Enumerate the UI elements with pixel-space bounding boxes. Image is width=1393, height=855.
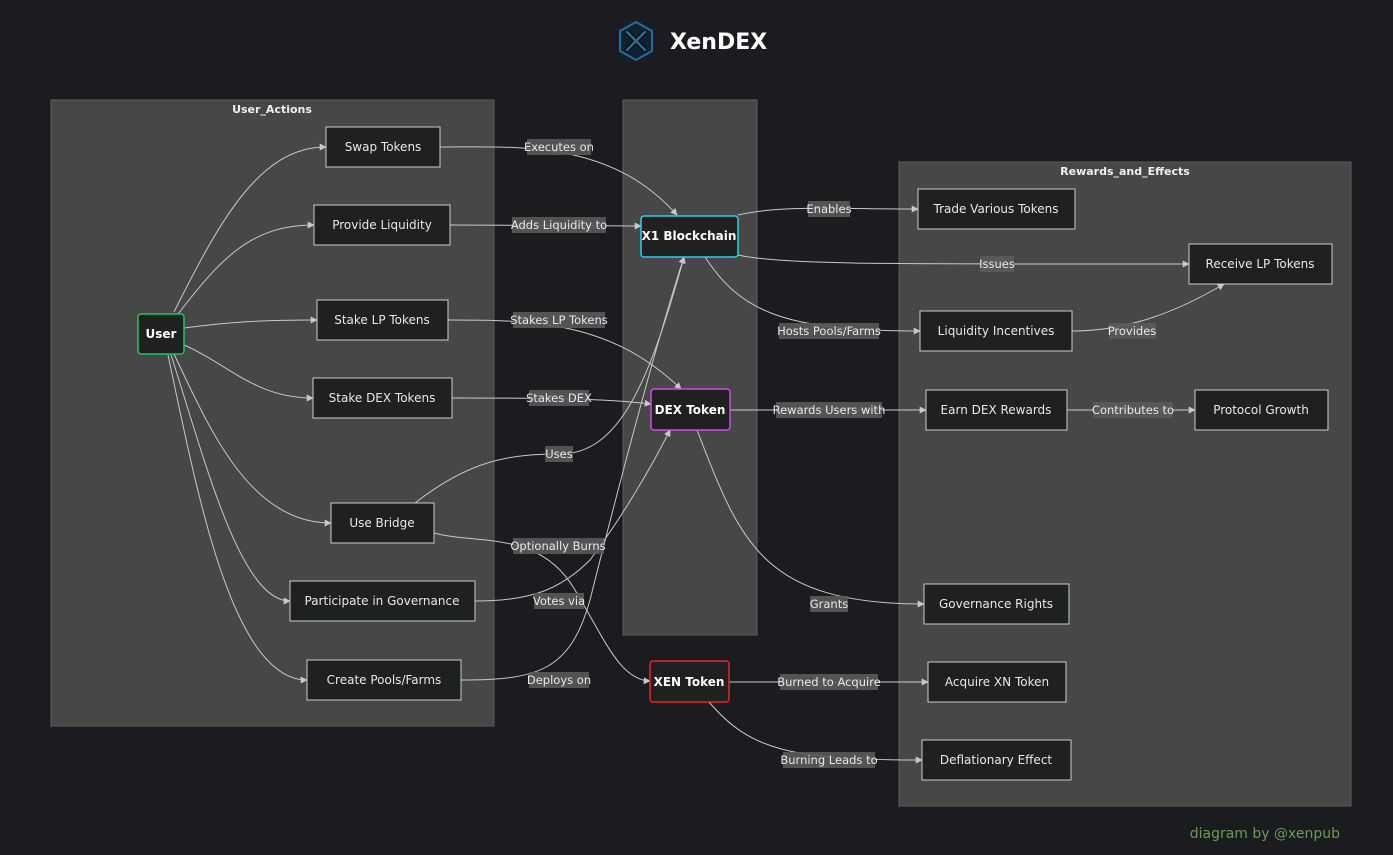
node-governance-rights[interactable]: Governance Rights [923, 583, 1070, 625]
nodes: User Swap Tokens Provide Liquidity Stake… [137, 126, 1333, 781]
svg-text:Uses: Uses [545, 447, 572, 461]
svg-text:Stakes DEX: Stakes DEX [526, 391, 592, 405]
cluster-title-rewards: Rewards_and_Effects [1060, 165, 1190, 178]
xen-x-hexagon-icon [619, 20, 653, 62]
edge-user-governance [170, 354, 291, 605]
svg-text:Governance Rights: Governance Rights [939, 597, 1053, 611]
svg-text:Liquidity Incentives: Liquidity Incentives [938, 324, 1055, 338]
edge-xen-deflation [708, 701, 923, 764]
edge-bridge-xen [433, 532, 651, 685]
node-earn-dex-rewards[interactable]: Earn DEX Rewards [925, 389, 1068, 431]
header: XenDEX [619, 20, 767, 62]
svg-text:Participate in Governance: Participate in Governance [305, 594, 460, 608]
svg-text:Stake DEX Tokens: Stake DEX Tokens [329, 391, 436, 405]
svg-text:Burned to Acquire: Burned to Acquire [777, 675, 881, 689]
edge-label-stakes-dex: Stakes DEX [526, 390, 592, 406]
page-title: XenDEX [670, 30, 767, 55]
svg-text:Create Pools/Farms: Create Pools/Farms [327, 673, 442, 687]
node-receive-lp-tokens[interactable]: Receive LP Tokens [1188, 243, 1333, 285]
edge-label-provides: Provides [1108, 323, 1157, 339]
svg-text:Use Bridge: Use Bridge [349, 516, 414, 530]
node-create-pools-farms[interactable]: Create Pools/Farms [306, 659, 462, 701]
edge-label-enables: Enables [806, 201, 852, 217]
node-protocol-growth[interactable]: Protocol Growth [1194, 389, 1329, 431]
svg-text:Votes via: Votes via [533, 594, 585, 608]
node-user[interactable]: User [137, 313, 185, 355]
edge-x1-receive-lp [737, 254, 1190, 268]
edge-label-adds-liquidity-to: Adds Liquidity to [511, 217, 607, 233]
svg-text:Deploys on: Deploys on [527, 673, 591, 687]
edge-user-bridge [173, 353, 332, 527]
edge-label-burning-leads-to: Burning Leads to [780, 752, 878, 768]
node-stake-dex-tokens[interactable]: Stake DEX Tokens [312, 377, 453, 419]
svg-text:Stakes LP Tokens: Stakes LP Tokens [510, 313, 608, 327]
edge-governance-dex [474, 429, 671, 602]
edge-labels: Executes on Adds Liquidity to Stakes LP … [510, 139, 1174, 768]
svg-text:Rewards Users with: Rewards Users with [773, 403, 886, 417]
edge-label-stakes-lp-tokens: Stakes LP Tokens [510, 312, 608, 328]
svg-text:Provides: Provides [1108, 324, 1157, 338]
svg-text:Receive LP Tokens: Receive LP Tokens [1206, 257, 1315, 271]
node-stake-lp-tokens[interactable]: Stake LP Tokens [316, 299, 449, 341]
node-xen-token[interactable]: XEN Token [649, 660, 730, 703]
node-x1-blockchain[interactable]: X1 Blockchain [640, 215, 739, 258]
svg-text:X1 Blockchain: X1 Blockchain [642, 229, 737, 243]
svg-text:Provide Liquidity: Provide Liquidity [332, 218, 432, 232]
svg-text:Grants: Grants [810, 597, 848, 611]
svg-text:Adds Liquidity to: Adds Liquidity to [511, 218, 607, 232]
svg-text:Stake LP Tokens: Stake LP Tokens [334, 313, 430, 327]
svg-text:Swap Tokens: Swap Tokens [345, 140, 422, 154]
edge-label-optionally-burns: Optionally Burns [510, 538, 606, 554]
svg-text:Deflationary Effect: Deflationary Effect [940, 753, 1053, 767]
svg-text:Hosts Pools/Farms: Hosts Pools/Farms [777, 324, 881, 338]
svg-text:Optionally Burns: Optionally Burns [510, 539, 605, 553]
svg-text:Burning Leads to: Burning Leads to [780, 753, 877, 767]
svg-text:Trade Various Tokens: Trade Various Tokens [933, 202, 1059, 216]
node-liquidity-incentives[interactable]: Liquidity Incentives [919, 310, 1073, 352]
node-trade-various-tokens[interactable]: Trade Various Tokens [917, 188, 1076, 230]
svg-text:Executes on: Executes on [524, 140, 594, 154]
cluster-middle [622, 99, 758, 636]
edge-stake-lp-dex [447, 319, 682, 390]
node-use-bridge[interactable]: Use Bridge [330, 502, 435, 544]
svg-text:DEX Token: DEX Token [655, 403, 726, 417]
edge-label-issues: Issues [979, 256, 1015, 272]
svg-text:Contributes to: Contributes to [1092, 403, 1174, 417]
svg-text:Enables: Enables [806, 202, 851, 216]
edge-dex-gov-rights [696, 429, 925, 608]
edge-incentives-receive-lp [1071, 283, 1225, 332]
svg-text:Acquire XN Token: Acquire XN Token [945, 675, 1049, 689]
edge-label-contributes-to: Contributes to [1092, 402, 1174, 418]
edge-user-pools [167, 354, 308, 684]
edge-label-deploys-on: Deploys on [527, 672, 591, 688]
edge-label-grants: Grants [810, 596, 848, 612]
svg-text:User: User [146, 327, 177, 341]
cluster-title-user-actions: User_Actions [232, 103, 312, 116]
node-dex-token[interactable]: DEX Token [650, 388, 731, 431]
edge-user-swap [173, 143, 327, 313]
edge-label-executes-on: Executes on [524, 139, 594, 155]
svg-text:Protocol Growth: Protocol Growth [1213, 403, 1309, 417]
node-acquire-xn-token[interactable]: Acquire XN Token [927, 661, 1067, 703]
credit-text: diagram by @xenpub [1190, 826, 1340, 842]
node-deflationary-effect[interactable]: Deflationary Effect [921, 739, 1072, 781]
svg-text:Earn DEX Rewards: Earn DEX Rewards [941, 403, 1052, 417]
edge-user-stake-dex [181, 343, 314, 402]
edge-user-stake-lp [183, 316, 318, 329]
svg-text:Issues: Issues [979, 257, 1015, 271]
svg-text:XEN Token: XEN Token [654, 675, 725, 689]
node-swap-tokens[interactable]: Swap Tokens [325, 126, 441, 168]
node-participate-governance[interactable]: Participate in Governance [289, 580, 476, 622]
edge-user-liquidity [177, 221, 315, 315]
edge-label-burned-to-acquire: Burned to Acquire [777, 674, 881, 690]
edge-label-uses: Uses [545, 446, 573, 462]
node-provide-liquidity[interactable]: Provide Liquidity [313, 204, 451, 246]
edge-label-hosts-pools-farms: Hosts Pools/Farms [777, 323, 881, 339]
edge-label-votes-via: Votes via [533, 593, 585, 609]
edge-label-rewards-users-with: Rewards Users with [773, 402, 886, 418]
